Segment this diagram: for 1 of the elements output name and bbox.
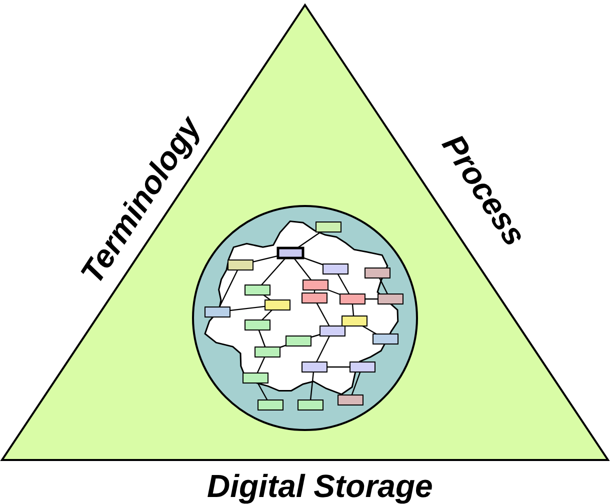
side-label: Digital Storage <box>207 470 433 502</box>
